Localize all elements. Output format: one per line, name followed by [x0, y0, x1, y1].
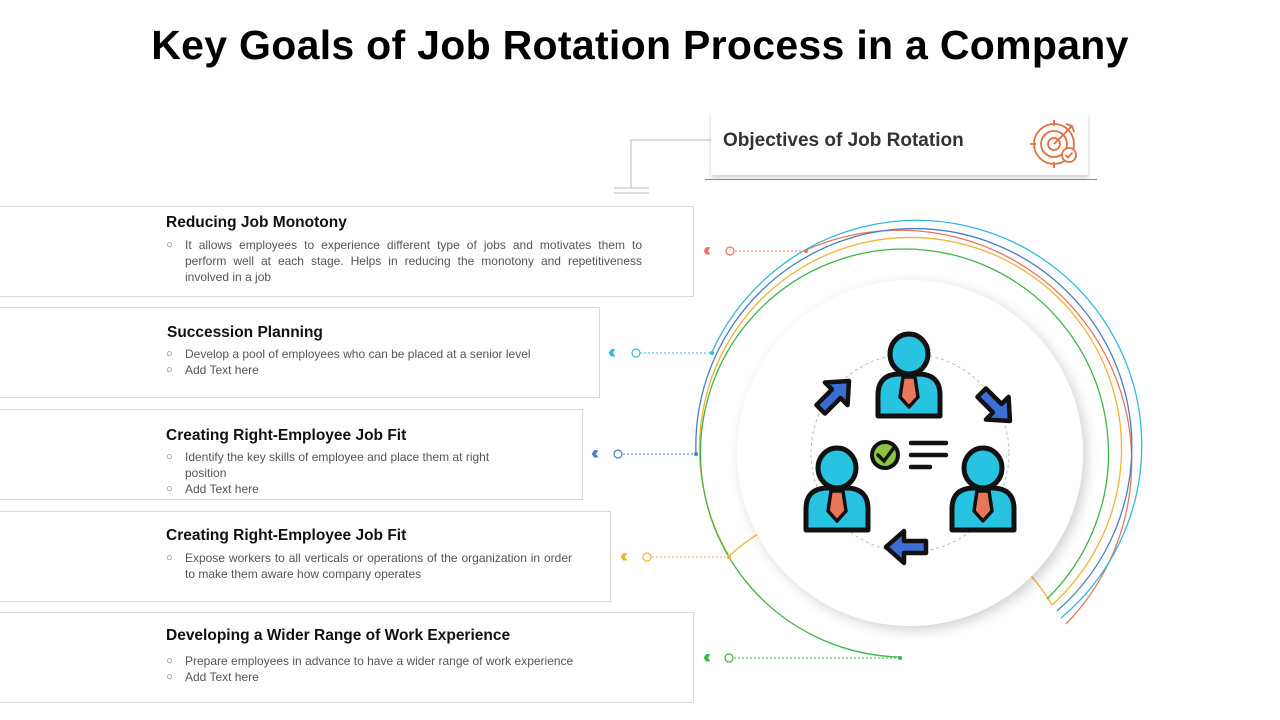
goal-title: Reducing Job Monotony	[166, 214, 347, 231]
bullet-item: ○Prepare employees in advance to have a …	[166, 654, 574, 668]
bullet-item: ○Identify the key skills of employee and…	[166, 450, 490, 480]
bullet-item: ○Add Text here	[166, 363, 259, 377]
page-title: Key Goals of Job Rotation Process in a C…	[151, 22, 1129, 68]
goal-body: ○Prepare employees in advance to have a …	[166, 653, 636, 685]
goal-title: Developing a Wider Range of Work Experie…	[166, 627, 511, 644]
bullet-item: ○Expose workers to all verticals or oper…	[166, 551, 572, 581]
goal-body: ○Identify the key skills of employee and…	[166, 449, 496, 497]
goal-body: ○Develop a pool of employees who can be …	[166, 346, 586, 378]
objectives-title: Objectives of Job Rotation	[723, 130, 964, 151]
goal-body: ○It allows employees to experience diffe…	[166, 237, 642, 285]
target-icon	[1030, 120, 1077, 168]
goal-title: Succession Planning	[167, 324, 323, 341]
goal-body: ○Expose workers to all verticals or oper…	[166, 550, 572, 582]
objectives-header: Objectives of Job Rotation	[711, 112, 1088, 175]
bullet-item: ○Add Text here	[166, 670, 259, 684]
bullet-item: ○Add Text here	[166, 482, 259, 496]
bullet-item: ○Develop a pool of employees who can be …	[166, 347, 531, 361]
goal-title: Creating Right-Employee Job Fit	[166, 527, 407, 544]
goal-title: Creating Right-Employee Job Fit	[166, 427, 407, 444]
objectives-underline	[705, 179, 1097, 180]
bullet-item: ○It allows employees to experience diffe…	[166, 238, 642, 284]
